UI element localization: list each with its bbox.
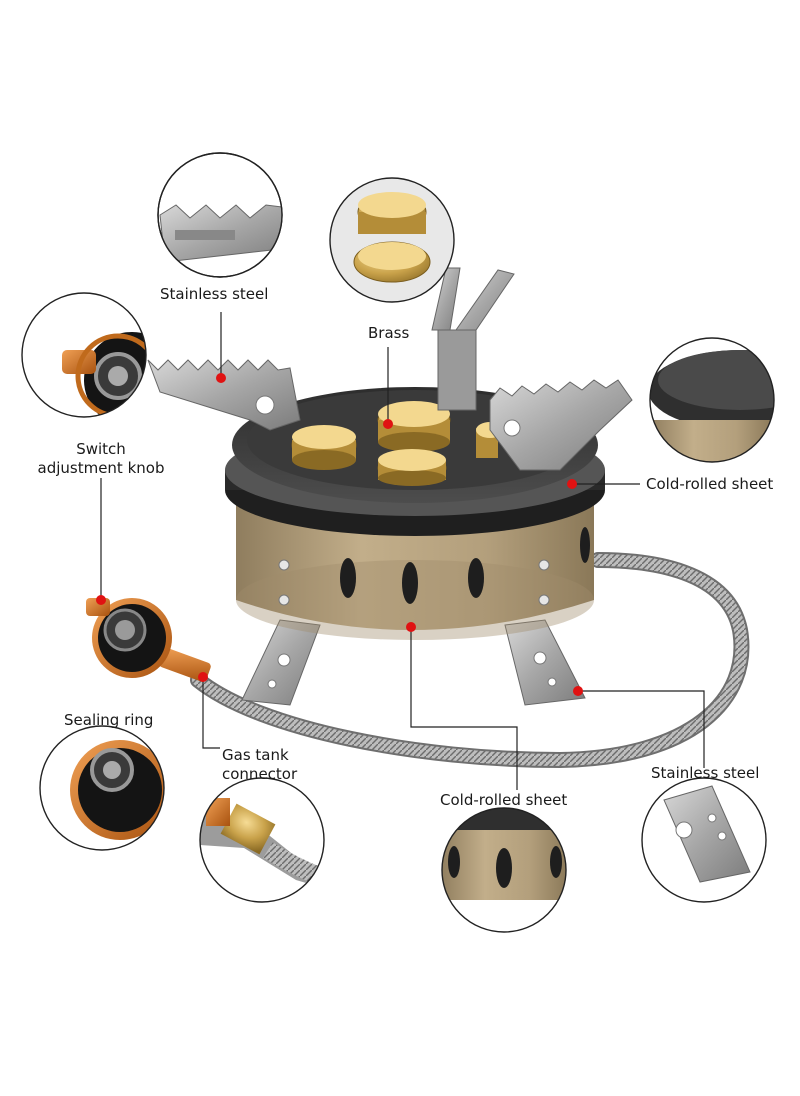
stove-legs (241, 619, 586, 706)
detail-circle-leg (641, 777, 767, 903)
label-sealing-ring: Sealing ring (64, 711, 154, 729)
brass-burners (291, 401, 504, 486)
detail-circle-cold-rolled-bottom (441, 807, 567, 933)
label-gas-tank-connector: Gas tank connector (222, 746, 297, 784)
label-stainless-steel-top: Stainless steel (160, 285, 269, 303)
label-cold-rolled-sheet-bottom: Cold-rolled sheet (440, 791, 568, 809)
detail-circle-switch (21, 292, 147, 418)
detail-circle-cold-rolled-top (649, 337, 775, 463)
gas-regulator (86, 598, 211, 682)
detail-circle-brass (329, 177, 455, 303)
leader-lines (100, 312, 705, 790)
label-stainless-steel-right: Stainless steel (651, 764, 760, 782)
label-gas-line2: connector (222, 764, 298, 783)
label-cold-rolled-sheet-right: Cold-rolled sheet (646, 475, 774, 493)
label-switch-adjustment-knob: Switch adjustment knob (26, 440, 176, 478)
label-switch-line1: Switch (76, 440, 126, 458)
pointer-dots (96, 373, 583, 696)
pot-supports (147, 267, 633, 471)
detail-circle-gas-connector (199, 777, 325, 903)
label-gas-line1: Gas tank (222, 746, 289, 764)
label-switch-line2: adjustment knob (37, 458, 165, 477)
stove-body (236, 500, 594, 640)
label-brass: Brass (368, 324, 410, 342)
detail-circle-pot-support (157, 152, 283, 278)
detail-circle-sealing-ring (39, 725, 165, 851)
